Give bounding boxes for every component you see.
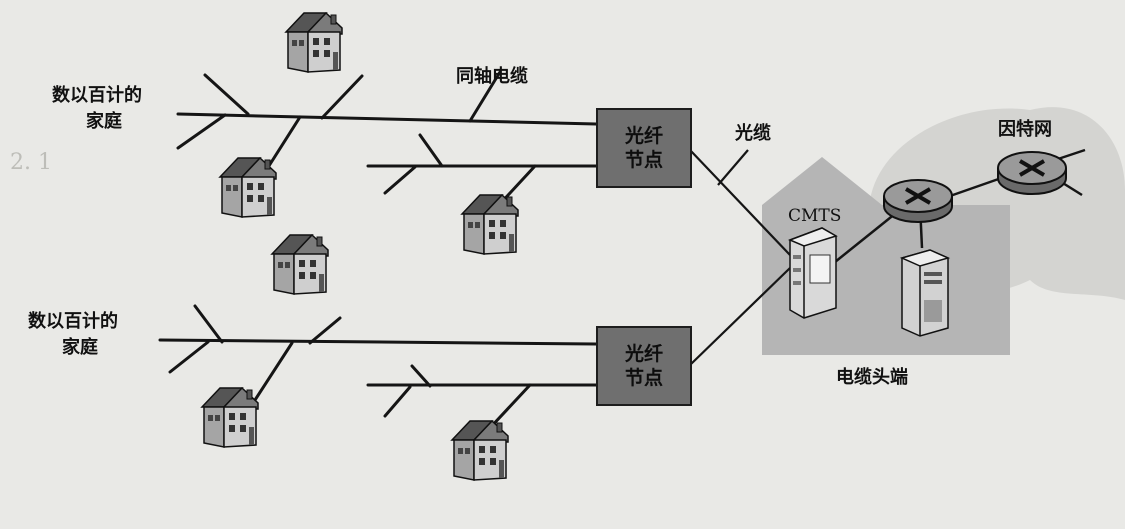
cmts-rack-icon [787, 227, 838, 319]
fiber-node-bottom: 光纤 节点 [596, 326, 692, 406]
cable-headend-label: 电缆头端 [836, 367, 908, 388]
fiber-cable-label: 光缆 [735, 123, 771, 144]
fiber-node-bottom-label-2: 节点 [624, 367, 663, 389]
house-icon [451, 420, 509, 481]
house-icon [461, 194, 519, 255]
house-icon [285, 12, 343, 73]
house-icon [219, 157, 277, 218]
fiber-node-top-label-2: 节点 [624, 149, 663, 171]
bleed-through-text: 2. 1 [10, 150, 52, 175]
homes-bottom-label-1: 数以百计的 [28, 311, 118, 332]
router-icon [882, 178, 954, 224]
fiber-links [689, 149, 791, 366]
fiber-node-top-label-1: 光纤 [624, 125, 663, 147]
homes-top-label-2: 家庭 [86, 111, 122, 132]
house-icon [271, 234, 329, 295]
cmts-label: CMTS [788, 206, 842, 226]
fiber-node-bottom-label-1: 光纤 [624, 343, 663, 365]
server-tower-icon [899, 249, 951, 337]
homes-top-label-1: 数以百计的 [52, 85, 142, 106]
router-icon [996, 150, 1068, 196]
fiber-node-top: 光纤 节点 [596, 108, 692, 188]
homes-bottom-label-2: 家庭 [62, 337, 98, 358]
house-icon [201, 387, 259, 448]
bottom-cable-tree [158, 304, 598, 432]
internet-label: 因特网 [998, 119, 1052, 140]
coax-cable-label: 同轴电缆 [456, 66, 528, 87]
